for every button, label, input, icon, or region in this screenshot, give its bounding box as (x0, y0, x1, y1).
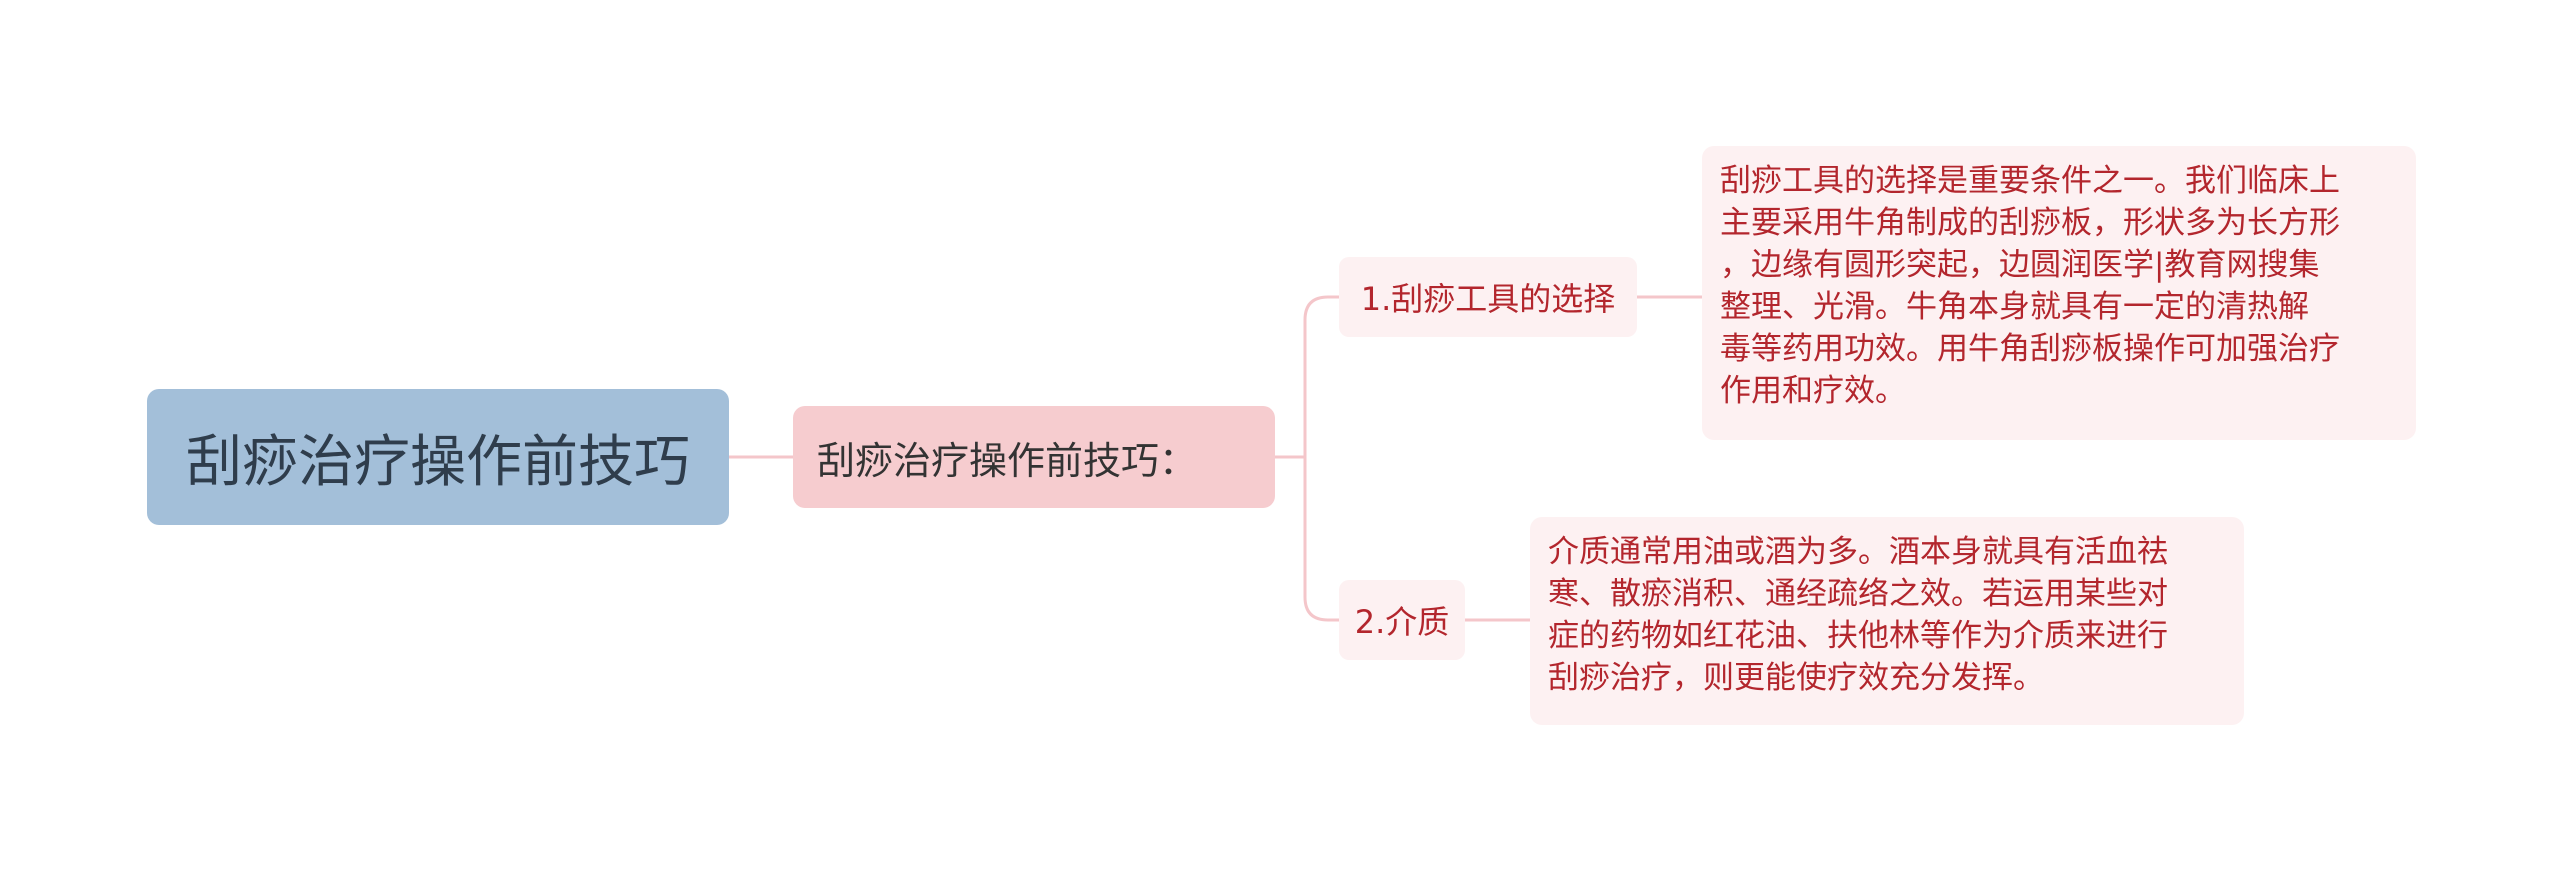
detail-medium[interactable]: 介质通常用油或酒为多。酒本身就具有活血祛 寒、散瘀消积、通经疏络之效。若运用某些… (1530, 517, 2244, 725)
branch-label: 2.介质 (1354, 603, 1450, 641)
branch-medium[interactable]: 2.介质 (1339, 580, 1465, 660)
subtopic-to-branches-connector (1275, 295, 1339, 622)
subtopic-label: 刮痧治疗操作前技巧： (817, 438, 1198, 483)
root-topic-label: 刮痧治疗操作前技巧 (186, 429, 690, 495)
detail-text: 刮痧工具的选择是重要条件之一。我们临床上 主要采用牛角制成的刮痧板，形状多为长方… (1720, 163, 2340, 409)
detail-text: 介质通常用油或酒为多。酒本身就具有活血祛 寒、散瘀消积、通经疏络之效。若运用某些… (1548, 534, 2168, 696)
subtopic-node[interactable]: 刮痧治疗操作前技巧： (793, 406, 1275, 508)
detail-tool-selection[interactable]: 刮痧工具的选择是重要条件之一。我们临床上 主要采用牛角制成的刮痧板，形状多为长方… (1702, 146, 2416, 440)
root-topic[interactable]: 刮痧治疗操作前技巧 (147, 389, 729, 525)
branch-label: 1.刮痧工具的选择 (1360, 280, 1616, 318)
branch-tool-selection[interactable]: 1.刮痧工具的选择 (1339, 257, 1637, 337)
